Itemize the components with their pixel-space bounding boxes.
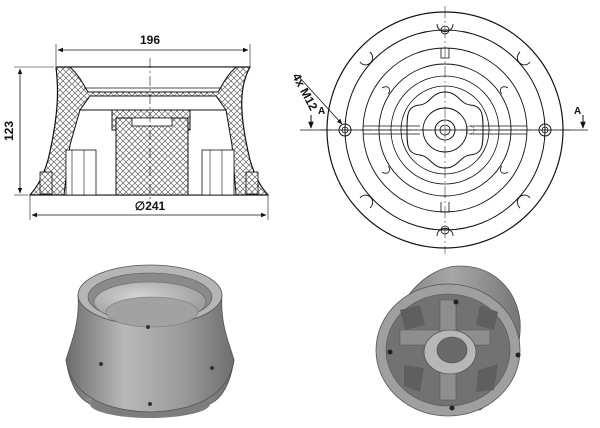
rim-notches <box>359 23 531 237</box>
dim-text-196: 196 <box>140 33 160 47</box>
section-view: 196 123 ∅241 <box>2 33 270 220</box>
section-label-a-left: A <box>318 106 325 117</box>
thread-leader <box>299 77 343 125</box>
central-hub <box>115 117 189 196</box>
threaded-hole-right <box>245 171 259 195</box>
plan-view <box>299 6 588 254</box>
dim-text-241: ∅241 <box>135 199 166 213</box>
render-top-view <box>65 264 235 418</box>
dim-text-123: 123 <box>2 121 16 141</box>
top-recess <box>68 66 238 93</box>
thread-callout: 4x M12 <box>289 71 320 113</box>
render-bottom-view <box>375 265 521 417</box>
threaded-hole-left <box>39 171 53 195</box>
section-label-a-right: A <box>574 106 581 117</box>
